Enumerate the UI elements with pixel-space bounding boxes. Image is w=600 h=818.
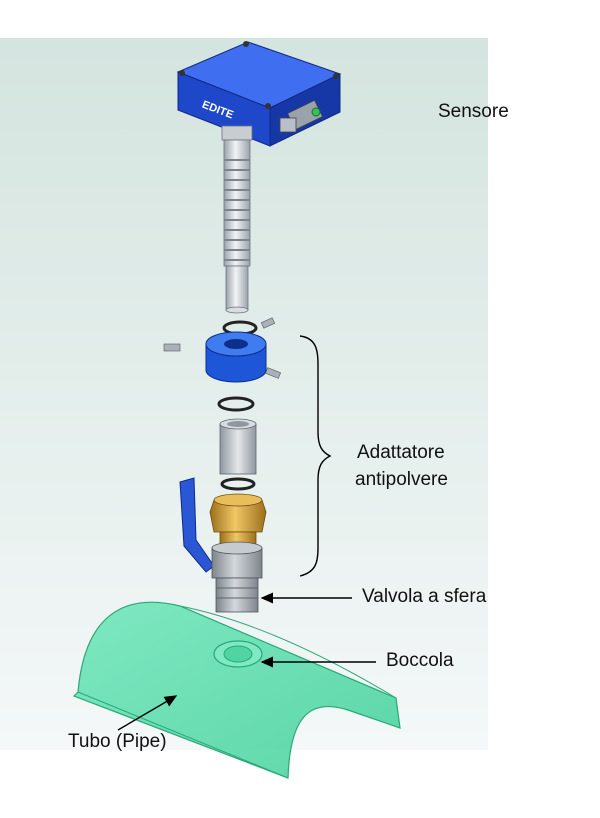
- connector-block: [279, 99, 323, 133]
- adapter-bracket: [299, 335, 332, 577]
- pipe-leader-arrow: [117, 695, 178, 731]
- probe-ribs: [224, 159, 250, 261]
- sensor-probe: [221, 125, 253, 314]
- pipe-label: Tubo (Pipe): [68, 731, 167, 752]
- adapter-blue-collar: [205, 331, 267, 383]
- adapter-middle-oring: [217, 396, 255, 412]
- pipe-section: [72, 601, 401, 779]
- bushing-label: Boccola: [386, 650, 454, 671]
- adapter-sleeve: [219, 418, 257, 475]
- adapter-brass-nipple: [209, 493, 267, 545]
- adapter-screw: [163, 317, 282, 379]
- sensor-label: Sensore: [438, 101, 509, 122]
- ball-valve-label: Valvola a sfera: [362, 586, 487, 607]
- ball-valve: [179, 477, 263, 613]
- adapter-lower-oring: [220, 477, 256, 491]
- dust-adapter-label-line2: antipolvere: [355, 469, 448, 490]
- dust-adapter-label-line1: Adattatore: [357, 442, 445, 463]
- bushing: [213, 640, 263, 668]
